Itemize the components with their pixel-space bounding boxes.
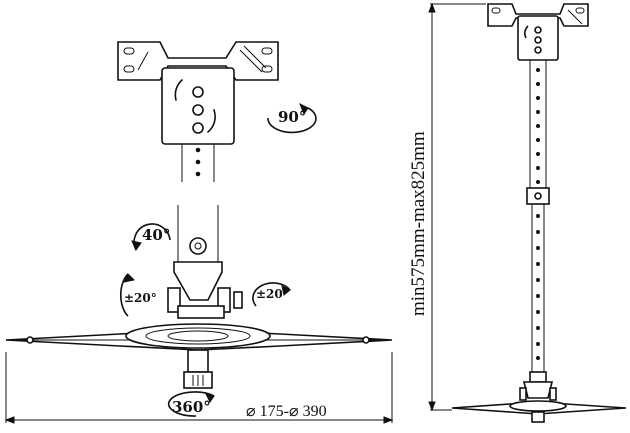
full-mount-elevation: min575mm-max825mm [408, 2, 627, 423]
rotation-90-label: 90° [278, 108, 306, 126]
tilt-40-label: 40° [142, 226, 170, 244]
ceiling-plate-detail: 90° [117, 41, 317, 182]
swivel-right-label: ±20° [256, 287, 289, 301]
diameter-range-label: ⌀ 175-⌀ 390 [246, 403, 327, 420]
swivel-left-label: ±20° [124, 291, 157, 305]
length-range-label: min575mm-max825mm [408, 131, 429, 316]
rotation-360-label: 360° [172, 398, 211, 416]
projector-head-detail: 40° ±20° ±20° 360° ⌀ 175-⌀ 390 [4, 205, 394, 424]
